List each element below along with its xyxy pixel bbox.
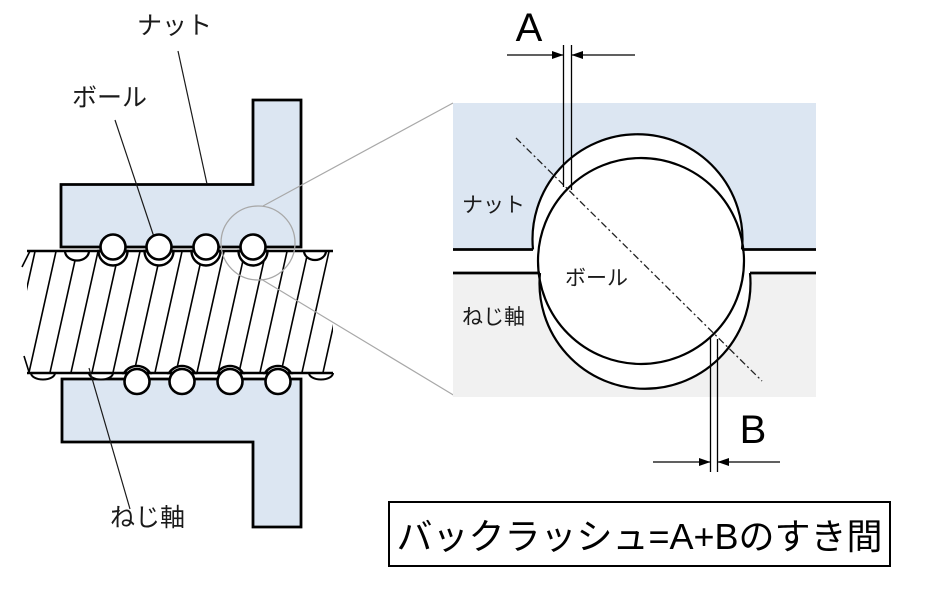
ball <box>99 233 127 261</box>
overview-shaft-hatching <box>27 251 333 373</box>
nut-leader-line <box>177 50 208 185</box>
ball <box>168 367 196 396</box>
leader-lines <box>88 50 208 510</box>
overview-balls <box>99 233 292 396</box>
overview-nut-label: ナット <box>137 12 213 40</box>
callout-circle <box>220 205 296 281</box>
contact-angle-dashed-line <box>515 137 763 382</box>
ball <box>192 233 220 261</box>
caption-box: バックラッシュ=A+Bのすき間 <box>388 501 891 567</box>
overview-upper-nut <box>59 98 303 249</box>
ball <box>239 233 267 261</box>
shaft-leader-line <box>88 367 131 510</box>
detail-shaft-label: ねじ軸 <box>462 306 525 329</box>
ball <box>145 233 173 261</box>
dimension-b <box>653 336 780 472</box>
detail-view <box>453 45 816 472</box>
overview-ball-label: ボール <box>72 84 148 112</box>
overview-lower-nut <box>60 377 303 529</box>
overview-thread-grooves <box>30 249 334 381</box>
detail-outlines <box>453 133 816 390</box>
dimension-b-label: B <box>739 408 767 452</box>
callout-line-bottom <box>260 278 456 397</box>
callout-line-top <box>262 102 454 207</box>
detail-ball-label: ボール <box>565 267 628 290</box>
ball <box>216 367 244 396</box>
dimension-a-label: A <box>515 6 543 50</box>
ball-leader-line <box>114 119 155 238</box>
dimension-a <box>507 45 635 190</box>
caption-text: バックラッシュ=A+Bのすき間 <box>396 516 883 557</box>
detail-nut-label: ナット <box>462 194 525 217</box>
overview-shaft-label: ねじ軸 <box>110 504 186 532</box>
ball <box>123 367 151 396</box>
detail-callout <box>220 102 456 397</box>
ball <box>264 367 292 396</box>
